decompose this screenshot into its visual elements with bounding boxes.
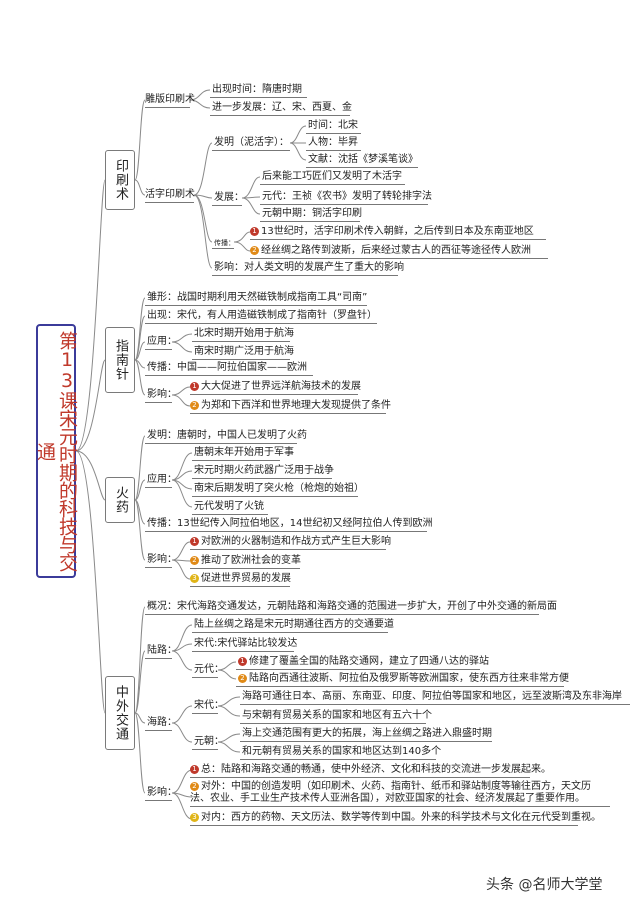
node-woodblock: 雕版印刷术	[145, 94, 195, 105]
node-song: 宋代：	[194, 700, 224, 711]
badge-2: 2	[250, 246, 259, 255]
node-proto: 雏形：战国时期利用天然磁铁制成指南工具“司南”	[147, 292, 368, 303]
node-g-app-3: 南宋后期发明了突火枪（枪炮的始祖）	[194, 483, 364, 494]
node-sea: 海路：	[147, 717, 177, 728]
branch-compass: 指南针	[105, 327, 135, 393]
node-app-2: 南宋时期广泛用于航海	[194, 346, 294, 357]
node-land: 陆路：	[147, 645, 177, 656]
node-yuanc: 元朝：	[194, 736, 224, 747]
node-impact: 影响：对人类文明的发展产生了重大的影响	[214, 262, 404, 273]
node-g-app-4: 元代发明了火铳	[194, 501, 264, 512]
node-inv-time: 时间：北宋	[308, 120, 358, 131]
node-c-impact: 影响：	[147, 389, 177, 400]
node-develop: 发展：	[214, 192, 244, 203]
node-wb-time: 出现时间：隋唐时期	[212, 84, 302, 95]
node-yuanc-1: 海上交通范围有更大的拓展，海上丝绸之路进入鼎盛时期	[242, 728, 492, 739]
badge-1: 1	[190, 537, 199, 546]
node-t-impact: 影响：	[147, 787, 177, 798]
node-land-2: 宋代:宋代驿站比较发达	[194, 638, 298, 649]
badge-3: 3	[190, 813, 199, 822]
badge-2: 2	[238, 674, 247, 683]
node-g-apply: 应用：	[147, 474, 177, 485]
node-dev-3: 元朝中期：铜活字印刷	[262, 208, 362, 219]
node-inv-doc: 文献：沈括《梦溪笔谈》	[308, 154, 418, 165]
node-movable: 活字印刷术	[145, 189, 195, 200]
badge-1: 1	[238, 657, 247, 666]
node-g-invent: 发明：唐朝时，中国人已发明了火药	[147, 430, 307, 441]
node-spread: 传播：	[214, 239, 235, 247]
node-g-app-1: 唐朝末年开始用于军事	[194, 447, 294, 458]
badge-2: 2	[190, 556, 199, 565]
badge-2: 2	[190, 782, 199, 791]
node-g-spread: 传播：13世纪传入阿拉伯地区，14世纪初又经阿拉伯人传到欧洲	[147, 518, 433, 529]
node-dev-2: 元代：王祯《农书》发明了转轮排字法	[262, 191, 432, 202]
node-dev-1: 后来能工巧匠们又发明了木活字	[262, 171, 402, 182]
branch-printing: 印刷术	[105, 150, 135, 210]
node-yuanc-2: 和元朝有贸易关系的国家和地区达到140多个	[242, 746, 442, 757]
badge-2: 2	[190, 401, 199, 410]
node-appear: 出现：宋代，有人用造磁铁制成了指南针（罗盘针）	[147, 310, 377, 321]
node-apply: 应用：	[147, 336, 177, 347]
branch-gunpowder: 火药	[105, 477, 135, 523]
node-c-spread: 传播：中国——阿拉伯国家——欧洲	[147, 362, 307, 373]
badge-1: 1	[190, 382, 199, 391]
node-app-1: 北宋时期开始用于航海	[194, 328, 294, 339]
badge-1: 1	[250, 227, 259, 236]
node-land-1: 陆上丝绸之路是宋元时期通往西方的交通要道	[194, 619, 394, 630]
badge-1: 1	[190, 765, 199, 774]
root-title: 第13课宋元时期的科技与交通	[34, 324, 78, 578]
node-overview: 概况：宋代海路交通发达，元朝陆路和海路交通的范围进一步扩大，开创了中外交通的新局…	[147, 601, 557, 612]
badge-3: 3	[190, 574, 199, 583]
node-invent: 发明（泥活字）：	[214, 137, 289, 148]
node-wb-dev: 进一步发展：辽、宋、西夏、金	[212, 102, 352, 113]
node-song-1: 海路可通往日本、高丽、东南亚、印度、阿拉伯等国家和地区，远至波斯湾及东非海岸	[242, 691, 622, 702]
watermark: 头条 @名师大学堂	[486, 877, 603, 893]
node-g-impact: 影响：	[147, 554, 177, 565]
branch-traffic: 中外交通	[105, 676, 135, 750]
node-g-app-2: 宋元时期火药武器广泛用于战争	[194, 465, 334, 476]
node-song-2: 与宋朝有贸易关系的国家和地区有五六十个	[242, 710, 432, 721]
node-yuan: 元代：	[194, 664, 224, 675]
node-inv-person: 人物：毕昇	[308, 137, 358, 148]
